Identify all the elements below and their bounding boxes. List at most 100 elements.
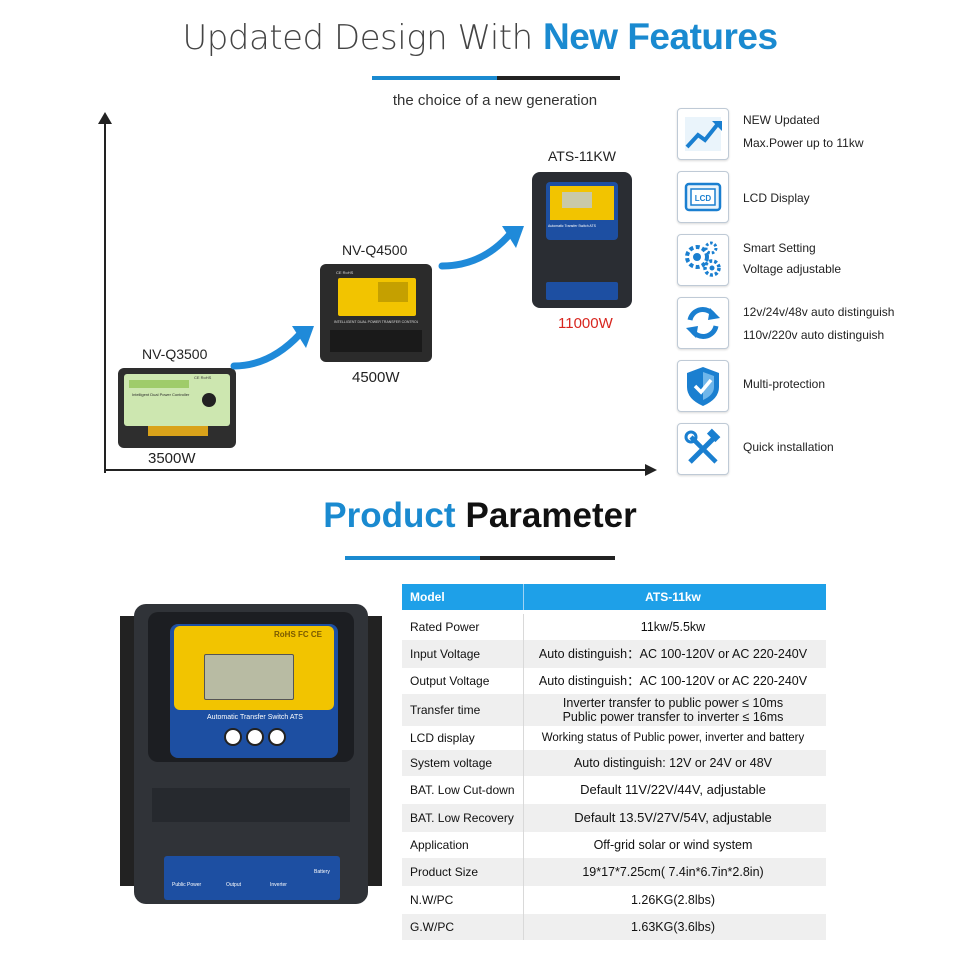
feature-shield-box <box>677 360 729 412</box>
feature-gears-box <box>677 234 729 286</box>
table-header-row: Model ATS-11kw <box>402 584 826 610</box>
feature-5-line1: Multi-protection <box>743 377 826 391</box>
row-value: 11kw/5.5kw <box>640 620 706 634</box>
page-title-bold: New Features <box>542 16 778 57</box>
feature-3-line2: Voltage adjustable <box>743 262 842 276</box>
q3500-brand: CE RoHS <box>194 375 212 380</box>
tools-icon <box>684 428 721 464</box>
parameter-underline-dark <box>480 556 615 560</box>
transfer-time-line1: Inverter transfer to public power ≤ 10ms <box>562 696 784 710</box>
row-value: Inverter transfer to public power ≤ 10ms… <box>520 696 826 724</box>
terminal-battery-label: Battery <box>314 869 330 875</box>
gears-icon <box>685 241 721 277</box>
table-row: Transfer time Inverter transfer to publi… <box>402 694 826 726</box>
table-row: BAT. Low Cut-down Default 11V/22V/44V, a… <box>402 776 826 804</box>
feature-tools-box <box>677 423 729 475</box>
q4500-name: INTELLIGENT DUAL POWER TRANSFER CONTROLL… <box>334 320 418 324</box>
model-label-q4500: NV-Q4500 <box>342 242 408 258</box>
row-label: Output Voltage <box>410 674 490 688</box>
row-label: Transfer time <box>410 703 481 717</box>
row-label: Input Voltage <box>410 647 481 661</box>
row-value: Off-grid solar or wind system <box>593 838 753 852</box>
table-row: System voltage Auto distinguish: 12V or … <box>402 750 826 776</box>
row-value: Default 13.5V/27V/54V, adjustable <box>574 810 772 825</box>
subtitle: the choice of a new generation <box>392 92 598 109</box>
row-label: Application <box>410 838 469 852</box>
row-label: N.W/PC <box>410 893 454 907</box>
row-label: G.W/PC <box>410 920 454 934</box>
row-value: 1.26KG(2.8lbs) <box>630 893 716 907</box>
y-axis-arrow <box>98 112 112 124</box>
y-axis <box>104 118 106 473</box>
row-value: Default 11V/22V/44V, adjustable <box>580 782 766 797</box>
growth-arrow-2 <box>438 226 524 270</box>
section-title-blue: Product <box>323 496 456 535</box>
ats-device-image: RoHS FC CE Automatic Transfer Switch ATS… <box>120 598 382 908</box>
ats-small-name: Automatic Transfer Switch ATS <box>548 224 596 228</box>
row-value: Auto distinguish：AC 100-120V or AC 220-2… <box>538 647 808 661</box>
trend-up-icon <box>685 117 722 151</box>
power-label-q3500: 3500W <box>148 450 196 467</box>
refresh-icon <box>686 307 720 339</box>
terminal-inverter-label: Inverter <box>270 882 287 888</box>
svg-text:LCD: LCD <box>695 194 712 203</box>
row-label: BAT. Low Recovery <box>410 811 514 825</box>
feature-refresh-box <box>677 297 729 349</box>
device-ats11kw-image: Automatic Transfer Switch ATS <box>532 172 632 308</box>
table-row: G.W/PC 1.63KG(3.6lbs) <box>402 914 826 940</box>
terminal-public-label: Public Power <box>172 882 202 888</box>
table-header-label: Model <box>410 590 445 604</box>
feature-lcd-box: LCD <box>677 171 729 223</box>
power-label-ats11kw: 11000W <box>558 315 613 332</box>
table-row: Product Size 19*17*7.25cm( 7.4in*6.7in*2… <box>402 858 826 886</box>
row-label: LCD display <box>410 731 475 745</box>
row-value: Auto distinguish：AC 100-120V or AC 220-2… <box>538 674 808 688</box>
terminal-output-label: Output <box>226 882 242 888</box>
row-value: Working status of Public power, inverter… <box>541 732 805 744</box>
row-value: 19*17*7.25cm( 7.4in*6.7in*2.8in) <box>582 865 764 879</box>
q4500-brand: CE RoHS <box>336 270 354 275</box>
table-row: Input Voltage Auto distinguish：AC 100-12… <box>402 640 826 668</box>
shield-icon <box>687 367 719 406</box>
row-label: Product Size <box>410 865 479 879</box>
q3500-name: Intelligent Dual Power Controller <box>132 392 190 397</box>
row-value: 1.63KG(3.6lbs) <box>630 920 716 934</box>
table-row: BAT. Low Recovery Default 13.5V/27V/54V,… <box>402 804 826 832</box>
model-label-q3500: NV-Q3500 <box>142 346 208 362</box>
feature-6-line1: Quick installation <box>743 440 834 454</box>
row-label: System voltage <box>410 756 493 770</box>
page-title-light: Updated Design With <box>182 18 543 58</box>
feature-1-line2: Max.Power up to 11kw <box>743 136 864 150</box>
ats-badge: RoHS FC CE <box>274 630 322 639</box>
lcd-icon: LCD <box>684 182 722 212</box>
feature-3-line1: Smart Setting <box>743 241 816 255</box>
table-row: N.W/PC 1.26KG(2.8lbs) <box>402 886 826 914</box>
device-q3500-image: CE RoHS Intelligent Dual Power Controlle… <box>118 368 236 448</box>
row-label: Rated Power <box>410 620 480 634</box>
table-row: Rated Power 11kw/5.5kw <box>402 614 826 640</box>
model-label-ats11kw: ATS-11KW <box>548 148 616 164</box>
table-header-value: ATS-11kw <box>645 590 701 604</box>
device-q4500-image: CE RoHS INTELLIGENT DUAL POWER TRANSFER … <box>320 264 432 362</box>
parameter-underline-blue <box>345 556 480 560</box>
x-axis-arrow <box>645 464 657 476</box>
feature-4-line2: 110v/220v auto distinguish <box>743 328 885 342</box>
ats-name-label: Automatic Transfer Switch ATS <box>207 714 303 721</box>
feature-2-line1: LCD Display <box>743 191 810 205</box>
row-value: Auto distinguish: 12V or 24V or 48V <box>573 756 773 770</box>
x-axis <box>104 469 649 471</box>
title-underline <box>372 76 497 80</box>
table-row: Application Off-grid solar or wind syste… <box>402 832 826 858</box>
table-row: LCD display Working status of Public pow… <box>402 726 826 750</box>
power-label-q4500: 4500W <box>352 369 400 386</box>
title-underline-dark <box>497 76 620 80</box>
feature-trend-box <box>677 108 729 160</box>
growth-arrow-1 <box>230 326 314 370</box>
transfer-time-line2: Public power transfer to inverter ≤ 16ms <box>562 710 784 724</box>
section-title-dark: Parameter <box>465 496 637 535</box>
feature-4-line1: 12v/24v/48v auto distinguish <box>743 305 895 319</box>
feature-1-line1: NEW Updated <box>743 113 820 127</box>
row-label: BAT. Low Cut-down <box>410 783 515 797</box>
page-title: Updated Design With New Features <box>0 16 960 58</box>
